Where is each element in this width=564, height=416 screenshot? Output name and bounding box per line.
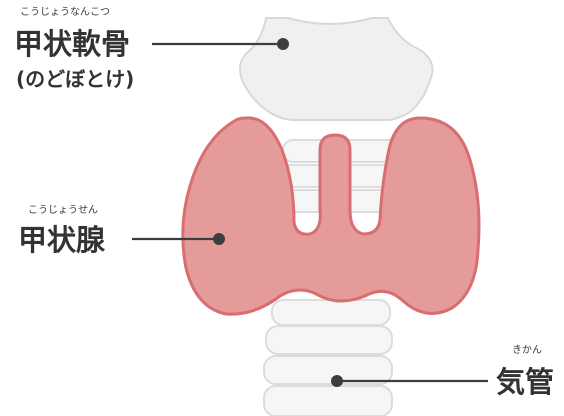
tracheal-ring bbox=[266, 326, 392, 354]
thyroid-cartilage-label: 甲状軟骨 bbox=[14, 27, 130, 61]
tracheal-ring bbox=[264, 356, 392, 384]
thyroid-gland-label: 甲状腺 bbox=[18, 223, 106, 257]
thyroid-gland-shape bbox=[183, 118, 479, 314]
thyroid-cartilage-marker-dot bbox=[277, 38, 289, 50]
thyroid-cartilage-shape bbox=[240, 18, 432, 120]
thyroid-gland-marker-dot bbox=[213, 233, 225, 245]
trachea-marker-dot bbox=[331, 375, 343, 387]
tracheal-ring bbox=[272, 300, 390, 325]
thyroid-cartilage-reading: こうじょうなんこつ bbox=[20, 6, 110, 18]
trachea-label: 気管 bbox=[496, 365, 554, 399]
tracheal-lower-rings bbox=[264, 300, 392, 416]
trachea-reading: きかん bbox=[512, 344, 542, 356]
thyroid-gland-reading: こうじょうせん bbox=[28, 204, 98, 216]
thyroid-cartilage-alt-label: (のどぼとけ) bbox=[16, 67, 134, 91]
tracheal-ring bbox=[264, 386, 392, 416]
